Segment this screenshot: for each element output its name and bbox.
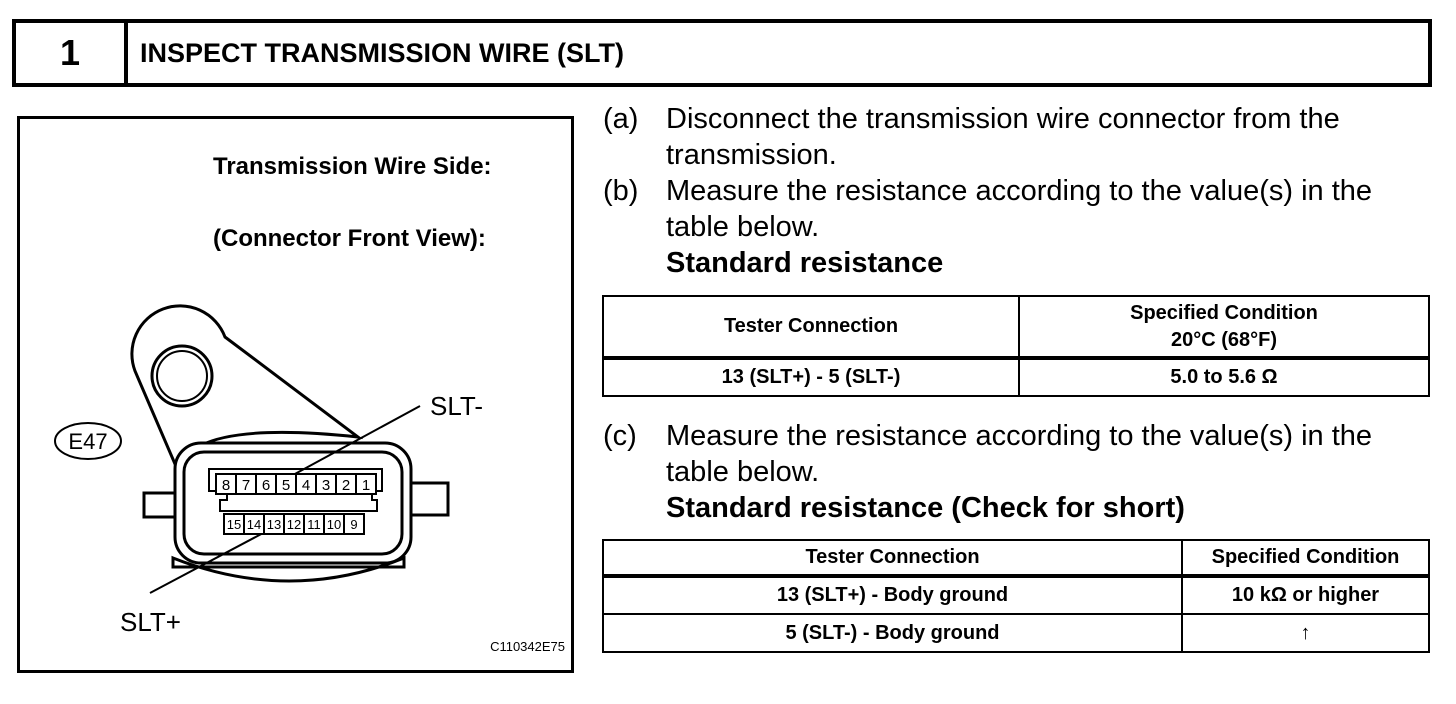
bottom-pin-row bbox=[223, 513, 365, 535]
image-code: C110342E75 bbox=[490, 639, 565, 654]
slt-minus-leader bbox=[281, 405, 421, 482]
instruction-text: Measure the resistance according to the … bbox=[666, 420, 1373, 488]
right-lug bbox=[408, 481, 450, 517]
left-lug bbox=[142, 491, 182, 519]
connector-figure: 8 7 6 5 4 3 2 1 15 14 13 12 11 10 9 bbox=[17, 116, 574, 673]
pin-label: 13 bbox=[267, 517, 281, 532]
connector-housing bbox=[173, 441, 413, 565]
pin-label: 4 bbox=[302, 477, 310, 494]
connector-id-oval bbox=[54, 422, 122, 460]
pin-label: 8 bbox=[222, 477, 230, 494]
top-pin-row bbox=[215, 473, 377, 495]
table-cell-condition: 10 kΩ or higher bbox=[1181, 575, 1430, 615]
instruction-marker: (c) bbox=[603, 420, 637, 452]
table-cell-condition: 5.0 to 5.6 Ω bbox=[1018, 357, 1430, 397]
standard-resistance-heading: Standard resistance bbox=[666, 247, 944, 279]
connector-diagram: 8 7 6 5 4 3 2 1 15 14 13 12 11 10 9 bbox=[54, 304, 483, 637]
pin-label: 14 bbox=[247, 517, 261, 532]
instruction-a: (a) Disconnect the transmission wire con… bbox=[603, 101, 1433, 173]
pin-label: 11 bbox=[307, 517, 321, 532]
short-check-table: Tester Connection Specified Condition 13… bbox=[602, 539, 1430, 653]
pin-label: 15 bbox=[227, 517, 241, 532]
column-header-condition-line1: Specified Condition bbox=[1130, 301, 1318, 324]
slt-minus-callout: SLT- bbox=[430, 391, 483, 421]
pin-label: 2 bbox=[342, 477, 350, 494]
slt-plus-callout: SLT+ bbox=[120, 607, 181, 637]
table-cell-condition: ↑ bbox=[1181, 613, 1430, 653]
pin-label: 6 bbox=[262, 477, 270, 494]
pin-label: 10 bbox=[327, 517, 341, 532]
step-header: 1 INSPECT TRANSMISSION WIRE (SLT) bbox=[12, 19, 1432, 87]
instruction-c: (c) Measure the resistance according to … bbox=[603, 418, 1433, 490]
instruction-marker: (b) bbox=[603, 175, 639, 207]
resistance-table: Tester Connection Specified Condition 20… bbox=[602, 295, 1430, 397]
instruction-b: (b) Measure the resistance according to … bbox=[603, 173, 1433, 245]
table-row: 13 (SLT+) - 5 (SLT-) 5.0 to 5.6 Ω bbox=[602, 357, 1430, 397]
instruction-text: Measure the resistance according to the … bbox=[666, 175, 1373, 243]
pin-label: 1 bbox=[362, 477, 370, 494]
step-title: INSPECT TRANSMISSION WIRE (SLT) bbox=[140, 37, 624, 68]
figure-label-side: Transmission Wire Side: bbox=[213, 153, 492, 180]
instruction-text: Disconnect the transmission wire connect… bbox=[666, 103, 1340, 171]
instruction-marker: (a) bbox=[603, 103, 639, 135]
column-header-condition: Specified Condition bbox=[1181, 539, 1430, 577]
connector-flange bbox=[171, 555, 406, 583]
pin-label: 12 bbox=[287, 517, 301, 532]
table-row: 5 (SLT-) - Body ground ↑ bbox=[602, 613, 1430, 653]
table-row: 13 (SLT+) - Body ground 10 kΩ or higher bbox=[602, 575, 1430, 615]
pin-label: 9 bbox=[350, 517, 357, 532]
pin-label: 7 bbox=[242, 477, 250, 494]
connector-id: E47 bbox=[68, 429, 107, 454]
mounting-hole bbox=[150, 344, 214, 408]
table-cell-connection: 13 (SLT+) - 5 (SLT-) bbox=[602, 357, 1020, 397]
step-number: 1 bbox=[16, 23, 128, 83]
column-header-condition: Specified Condition 20°C (68°F) bbox=[1018, 295, 1430, 359]
table-cell-connection: 5 (SLT-) - Body ground bbox=[602, 613, 1183, 653]
pin-label: 5 bbox=[282, 477, 290, 494]
column-header-condition-line2: 20°C (68°F) bbox=[1170, 328, 1278, 351]
table-cell-connection: 13 (SLT+) - Body ground bbox=[602, 575, 1183, 615]
pin-label: 3 bbox=[322, 477, 330, 494]
standard-resistance-short-heading: Standard resistance (Check for short) bbox=[666, 492, 1185, 524]
figure-label-view: (Connector Front View): bbox=[213, 225, 486, 252]
column-header-connection: Tester Connection bbox=[602, 539, 1183, 577]
column-header-connection: Tester Connection bbox=[602, 295, 1020, 359]
